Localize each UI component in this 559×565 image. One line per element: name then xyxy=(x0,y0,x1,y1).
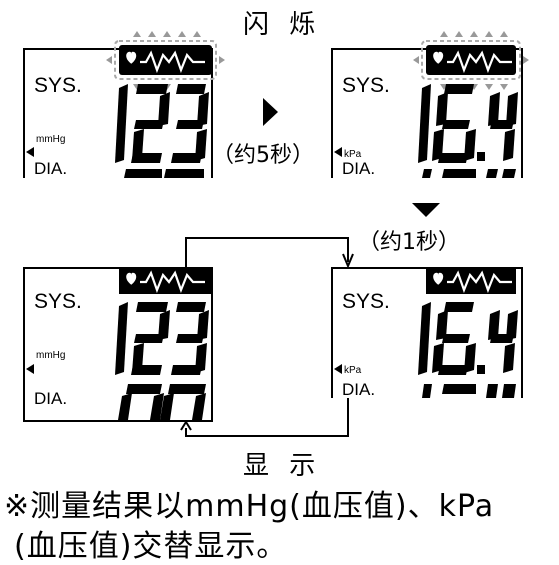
arrow-into-kpa-icon xyxy=(342,253,354,269)
dia-label: DIA. xyxy=(342,159,375,178)
blinking-pulse-bar xyxy=(413,31,529,90)
unit-mmhg: mmHg xyxy=(36,134,65,145)
blinking-pulse-bar xyxy=(106,31,225,90)
unit-kpa: kPa xyxy=(344,365,362,376)
panel-bottom-right: SYS. kPa DIA. xyxy=(331,267,523,399)
arrow-right-icon xyxy=(263,98,278,126)
dia-label: DIA. xyxy=(34,389,67,408)
sys-label: SYS. xyxy=(34,74,82,97)
approx-1s-label: （约1秒） xyxy=(358,230,460,255)
digits-16-4 xyxy=(418,302,518,398)
unit-pointer-icon xyxy=(26,364,34,374)
sys-label: SYS. xyxy=(34,290,82,313)
arrow-down-icon xyxy=(412,203,440,217)
digits-123 xyxy=(115,302,209,420)
unit-pointer-icon xyxy=(26,147,34,157)
digits-123 xyxy=(115,84,209,178)
note-line-2: (血压值)交替显示。 xyxy=(14,529,288,564)
digits-16-4 xyxy=(418,84,518,178)
unit-pointer-icon xyxy=(334,364,342,374)
display-diagram: SYS. mmHg DIA. xyxy=(23,31,529,437)
approx-5s-label: （约5秒） xyxy=(212,143,314,168)
sys-label: SYS. xyxy=(342,74,390,97)
panel-top-left: SYS. mmHg DIA. xyxy=(23,31,225,178)
dia-label: DIA. xyxy=(34,159,67,178)
arrow-into-mmhg-icon xyxy=(180,420,192,431)
sys-label: SYS. xyxy=(342,290,390,313)
display-label: 显 示 xyxy=(243,451,322,481)
unit-kpa: kPa xyxy=(344,149,362,160)
panel-top-right: SYS. kPa DIA. xyxy=(331,31,529,178)
blink-label: 闪 烁 xyxy=(243,10,322,40)
note-line-1: ※测量结果以mmHg(血压值)、kPa xyxy=(4,489,495,524)
dia-label: DIA. xyxy=(342,380,375,399)
panel-bottom-left: SYS. mmHg DIA. xyxy=(23,267,213,422)
unit-pointer-icon xyxy=(334,147,342,157)
unit-mmhg: mmHg xyxy=(36,350,65,361)
cycle-arrows xyxy=(185,237,349,437)
